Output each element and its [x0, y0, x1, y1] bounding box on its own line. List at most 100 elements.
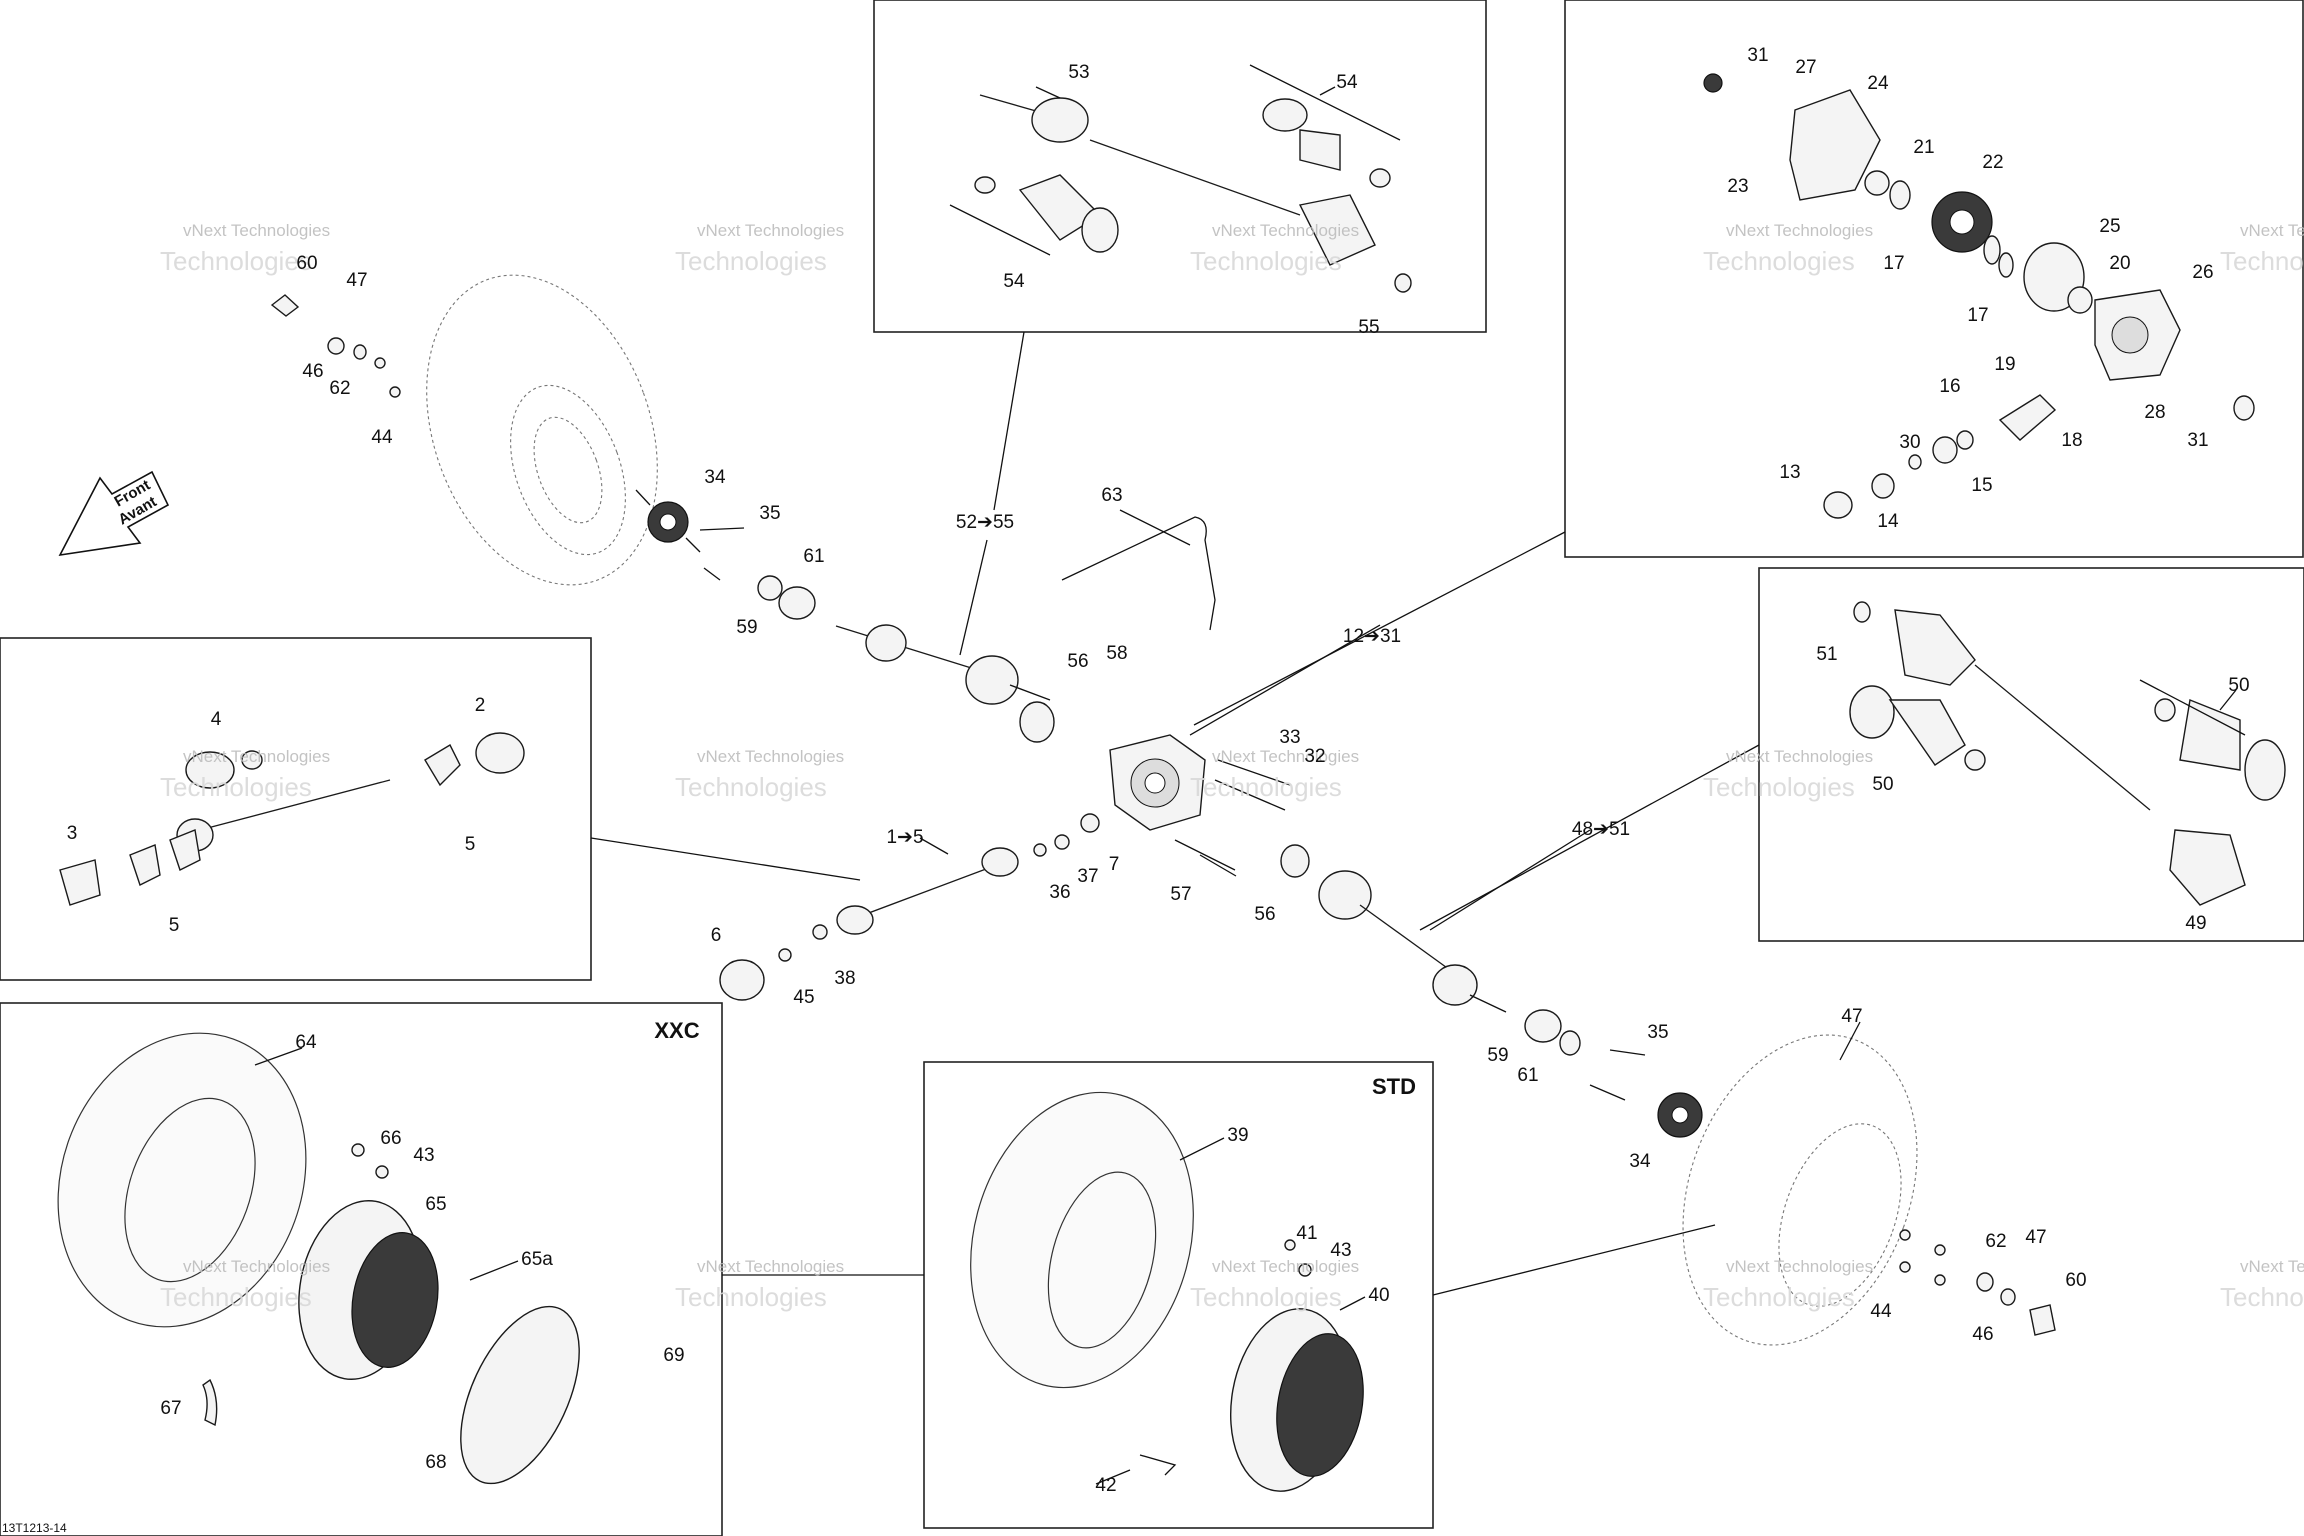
callout-15: 15 — [1971, 475, 1992, 496]
lug-hardware-right — [1899, 1229, 2056, 1336]
callout-62: 62 — [329, 378, 350, 399]
svg-text:vNext Technologies: vNext Technologies — [183, 747, 330, 766]
cv-joint-detail-box-rear — [1758, 567, 2304, 942]
svg-text:vNext Technologies: vNext Technologies — [1212, 221, 1359, 240]
callout-39: 39 — [1227, 1125, 1248, 1146]
callout-67: 67 — [160, 1398, 181, 1419]
svg-text:Technologies: Technologies — [1190, 1282, 1342, 1312]
svg-text:vNext Technologies: vNext Technologies — [697, 1257, 844, 1276]
callout-3: 3 — [67, 823, 78, 844]
svg-text:Technologies: Technologies — [160, 1282, 312, 1312]
svg-text:Technologies: Technologies — [675, 1282, 827, 1312]
svg-text:Technologies: Technologies — [1703, 772, 1855, 802]
front-right-tire — [1682, 1034, 1918, 1346]
callout-34: 34 — [704, 467, 726, 488]
callout-13: 13 — [1779, 462, 1800, 483]
xxc-tag: XXC — [654, 1018, 699, 1043]
bearing-right — [1524, 1009, 1581, 1056]
callout-47: 47 — [346, 270, 367, 291]
callout-23: 23 — [1727, 176, 1748, 197]
front-drive-shaft-left — [835, 624, 1051, 705]
callout-24: 24 — [1867, 73, 1889, 94]
front-differential — [1109, 734, 1206, 831]
callout-59: 59 — [736, 617, 757, 638]
front-arrow: Front Avant — [58, 470, 170, 557]
callout-53: 53 — [1068, 62, 1089, 83]
callout-47: 47 — [2025, 1227, 2046, 1248]
svg-text:Technologies: Technologies — [2220, 246, 2304, 276]
callout-44: 44 — [371, 427, 393, 448]
callout-35: 35 — [759, 503, 780, 524]
callout-20: 20 — [2109, 253, 2130, 274]
svg-text:Technologies: Technologies — [675, 246, 827, 276]
svg-text:vNext Technologies: vNext Technologies — [1212, 1257, 1359, 1276]
callout-68: 68 — [425, 1452, 446, 1473]
oil-seal-left — [1019, 701, 1055, 743]
svg-text:Technologies: Technologies — [1703, 1282, 1855, 1312]
callout-2: 2 — [475, 695, 486, 716]
vent-hose — [1061, 516, 1216, 631]
callout-49: 49 — [2185, 913, 2206, 934]
callout-43: 43 — [413, 1145, 434, 1166]
svg-text:vNext Technologies: vNext Technologies — [2240, 1257, 2304, 1276]
callout-37: 37 — [1077, 866, 1098, 887]
wheel-studs-left — [699, 527, 745, 581]
callout-45: 45 — [793, 987, 814, 1008]
callout-26: 26 — [2192, 262, 2213, 283]
callout-63: 63 — [1101, 485, 1122, 506]
svg-text:Technologies: Technologies — [1190, 772, 1342, 802]
callout-5: 5 — [465, 834, 476, 855]
callout-17: 17 — [1967, 305, 1988, 326]
callout-62: 62 — [1985, 1231, 2006, 1252]
callout-38: 38 — [834, 968, 855, 989]
callout-52-55: 52➔55 — [956, 512, 1014, 533]
drawing-code: 13T1213-14 — [2, 1521, 67, 1535]
wheel-hub-right — [1657, 1092, 1703, 1138]
callout-55: 55 — [1358, 317, 1379, 338]
callout-65: 65 — [425, 1194, 446, 1215]
callout-66: 66 — [380, 1128, 401, 1149]
callout-19: 19 — [1994, 354, 2015, 375]
svg-text:Technologies: Technologies — [160, 772, 312, 802]
callout-25: 25 — [2099, 216, 2120, 237]
cv-joint-assembly-48-51 — [1849, 601, 2286, 906]
svg-text:Technologies: Technologies — [1190, 246, 1342, 276]
callout-40: 40 — [1368, 1285, 1389, 1306]
wheel-hub-left — [635, 489, 701, 553]
propeller-shaft — [836, 847, 1019, 935]
callout-31: 31 — [2187, 430, 2208, 451]
callout-44: 44 — [1870, 1301, 1892, 1322]
svg-text:vNext Technologies: vNext Technologies — [1212, 747, 1359, 766]
callout-59: 59 — [1487, 1045, 1508, 1066]
long-bolt-57 — [1199, 854, 1237, 877]
callout-30: 30 — [1899, 432, 1920, 453]
callout-18: 18 — [2061, 430, 2082, 451]
callout-12-31: 12➔31 — [1343, 626, 1401, 647]
svg-text:Technologies: Technologies — [160, 246, 312, 276]
std-tag: STD — [1372, 1074, 1416, 1099]
callout-43: 43 — [1330, 1240, 1351, 1261]
differential-detail-box — [1564, 0, 2304, 558]
callout-27: 27 — [1795, 57, 1816, 78]
callout-69: 69 — [663, 1345, 684, 1366]
connector-lines — [590, 331, 1760, 1296]
callout-34: 34 — [1629, 1151, 1651, 1172]
callout-22: 22 — [1982, 152, 2003, 173]
callout-41: 41 — [1296, 1223, 1317, 1244]
front-left-tire — [426, 274, 658, 586]
callout-58: 58 — [1106, 643, 1127, 664]
callout-51: 51 — [1816, 644, 1837, 665]
callout-48-51: 48➔51 — [1572, 819, 1630, 840]
callout-17: 17 — [1883, 253, 1904, 274]
small-hardware — [719, 813, 1100, 1001]
svg-text:Technologies: Technologies — [1703, 246, 1855, 276]
callout-60: 60 — [2065, 1270, 2086, 1291]
callout-65a: 65a — [521, 1249, 553, 1270]
callout-labels: 1➔5 2 3 4 5 5 6 7 12➔31 13 14 15 16 17 1… — [67, 45, 2250, 1496]
svg-text:Technologies: Technologies — [2220, 1282, 2304, 1312]
callout-leaders — [254, 86, 2237, 1485]
callout-60: 60 — [296, 253, 317, 274]
watermarks: vNext Technologies Technologies vNext Te… — [160, 221, 2304, 1312]
callout-47: 47 — [1841, 1006, 1862, 1027]
